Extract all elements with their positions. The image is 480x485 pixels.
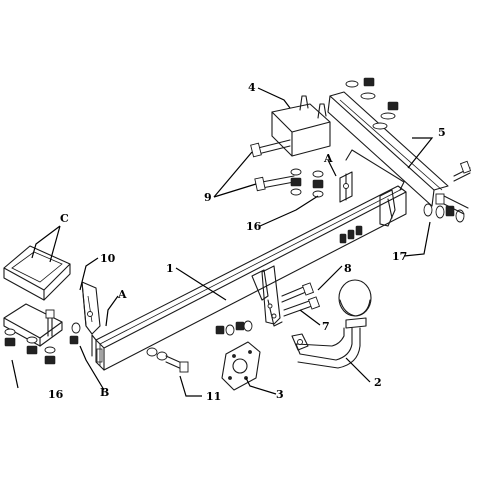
leader-lines bbox=[11, 87, 434, 397]
side-plate-part-5 bbox=[327, 91, 449, 207]
label-part-9: 9 bbox=[204, 191, 212, 204]
label-detail-b: B bbox=[100, 386, 109, 399]
label-detail-c: C bbox=[60, 212, 69, 225]
socket-plate-part-3 bbox=[221, 341, 261, 391]
crossbar-part-1 bbox=[91, 185, 407, 371]
label-part-8: 8 bbox=[344, 262, 352, 275]
nuts-part-7 bbox=[215, 320, 253, 336]
label-detail-a-right: A bbox=[323, 152, 333, 165]
nuts-on-crossbar bbox=[339, 225, 363, 244]
nuts-column-top bbox=[345, 77, 472, 182]
label-part-17: 17 bbox=[392, 250, 407, 263]
side-bracket-part-10 bbox=[81, 281, 101, 335]
bolts-part-9 bbox=[250, 139, 295, 192]
label-part-4: 4 bbox=[248, 81, 256, 94]
hardware-part-17 bbox=[423, 193, 469, 223]
label-part-10: 10 bbox=[100, 252, 116, 265]
label-part-2: 2 bbox=[374, 376, 382, 389]
spacer-plates-c bbox=[3, 245, 71, 347]
label-detail-a-left: A bbox=[117, 288, 127, 301]
label-part-16-mid: 16 bbox=[246, 220, 262, 233]
hardware-left-column bbox=[4, 309, 81, 365]
bolts-part-8 bbox=[281, 282, 321, 317]
bracket-a-right bbox=[339, 171, 353, 203]
tow-ball-part-2 bbox=[291, 279, 372, 369]
washers-part-16-mid bbox=[290, 168, 324, 198]
callout-labels: 4 5 9 16 A 17 8 7 2 1 3 11 10 A B C 16 bbox=[48, 81, 446, 403]
label-part-3: 3 bbox=[276, 388, 284, 401]
label-part-5: 5 bbox=[438, 126, 446, 139]
mounting-bracket-part-4 bbox=[271, 95, 331, 157]
label-part-16-left: 16 bbox=[48, 388, 64, 401]
label-part-11: 11 bbox=[206, 390, 221, 403]
center-hanger-bracket bbox=[251, 265, 283, 327]
label-part-1: 1 bbox=[166, 262, 174, 275]
bolt-part-11 bbox=[146, 347, 189, 373]
label-part-7: 7 bbox=[322, 320, 330, 333]
